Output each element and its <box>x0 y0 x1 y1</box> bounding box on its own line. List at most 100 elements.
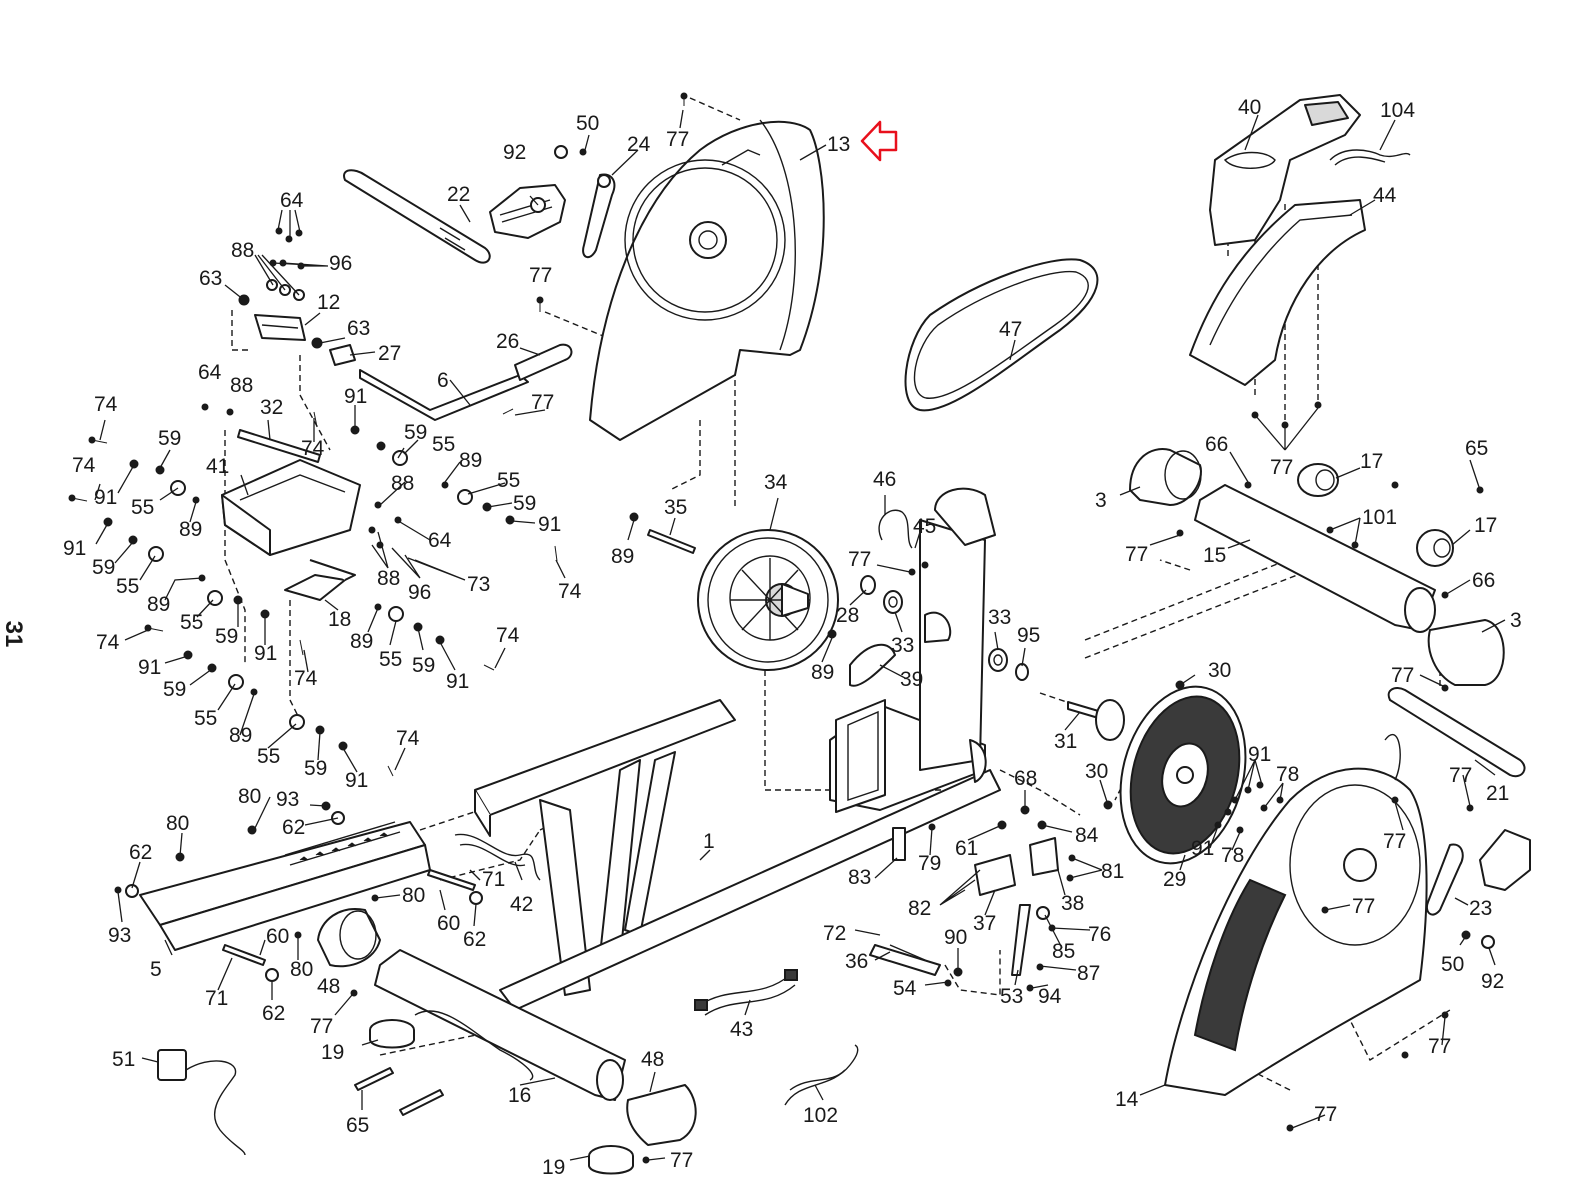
callout-46: 46 <box>873 468 896 491</box>
callout-65: 65 <box>346 1114 369 1137</box>
callout-77: 77 <box>310 1015 333 1038</box>
bearing-part-33-b <box>988 648 1008 672</box>
callout-89: 89 <box>459 449 482 472</box>
callout-74: 74 <box>96 631 120 654</box>
handle-part-6 <box>359 369 529 421</box>
callout-80: 80 <box>166 812 189 835</box>
callout-40: 40 <box>1238 96 1261 119</box>
callout-14: 14 <box>1115 1088 1139 1111</box>
callout-91: 91 <box>1191 837 1214 860</box>
callout-33: 33 <box>891 634 914 657</box>
callout-96: 96 <box>408 581 431 604</box>
front-stabilizer-part-16 <box>374 949 626 1101</box>
callout-17: 17 <box>1360 450 1383 473</box>
callout-92: 92 <box>1481 970 1504 993</box>
callout-74: 74 <box>72 454 96 477</box>
callout-59: 59 <box>404 421 427 444</box>
main-frame-part-1 <box>474 487 1001 1011</box>
axle-part-31 <box>1067 699 1125 741</box>
callout-64: 64 <box>280 189 304 212</box>
callout-59: 59 <box>158 427 181 450</box>
callout-65: 65 <box>1465 437 1488 460</box>
callout-83: 83 <box>848 866 871 889</box>
callout-77: 77 <box>666 128 689 151</box>
pedal-strap-right <box>1387 687 1526 778</box>
bracket-part-37 <box>974 854 1016 896</box>
callout-91: 91 <box>1248 743 1271 766</box>
crank-arm-part-23 <box>1426 843 1464 916</box>
callout-26: 26 <box>496 330 519 353</box>
end-cap-part-3-left <box>1129 448 1202 506</box>
pedal-right <box>1479 829 1531 891</box>
callout-89: 89 <box>811 661 834 684</box>
callout-71: 71 <box>482 868 505 891</box>
callout-74: 74 <box>496 624 520 647</box>
callout-55: 55 <box>180 611 203 634</box>
fan-wheel-part-29 <box>1119 685 1247 865</box>
callout-77: 77 <box>1383 830 1406 853</box>
callout-50: 50 <box>576 112 599 135</box>
highlight-arrow-icon <box>860 120 898 162</box>
callout-27: 27 <box>378 342 401 365</box>
callout-87: 87 <box>1077 962 1100 985</box>
seat-carriage-part-41 <box>221 459 361 556</box>
callout-74: 74 <box>301 437 325 460</box>
callout-55: 55 <box>379 648 402 671</box>
callout-77: 77 <box>848 548 871 571</box>
callout-66: 66 <box>1205 433 1228 456</box>
callout-55: 55 <box>131 496 154 519</box>
callout-30: 30 <box>1085 760 1108 783</box>
callout-89: 89 <box>179 518 202 541</box>
callout-72: 72 <box>823 922 846 945</box>
callout-89: 89 <box>611 545 634 568</box>
callout-19: 19 <box>542 1156 565 1179</box>
callout-16: 16 <box>508 1084 531 1107</box>
end-cap-part-48-b <box>626 1084 697 1146</box>
callout-45: 45 <box>913 515 936 538</box>
wire-part-43 <box>694 969 798 1016</box>
callout-55: 55 <box>432 433 455 456</box>
callout-31: 31 <box>1054 730 1077 753</box>
left-shield-part-13 <box>589 119 825 441</box>
callout-47: 47 <box>999 318 1022 341</box>
callout-61: 61 <box>955 837 978 860</box>
callout-76: 76 <box>1088 923 1111 946</box>
callout-80: 80 <box>402 884 425 907</box>
callout-77: 77 <box>670 1149 693 1172</box>
callout-63: 63 <box>199 267 222 290</box>
end-cap-part-3-right <box>1427 619 1505 686</box>
drive-belt-part-47 <box>904 258 1099 412</box>
callout-41: 41 <box>206 455 229 478</box>
callout-33: 33 <box>988 606 1011 629</box>
callout-37: 37 <box>973 912 996 935</box>
callout-77: 77 <box>1270 456 1293 479</box>
bracket-part-18 <box>284 559 356 601</box>
callout-74: 74 <box>558 580 582 603</box>
callout-71: 71 <box>205 987 228 1010</box>
callout-78: 78 <box>1221 844 1244 867</box>
knob-part-27 <box>329 344 356 366</box>
callout-88: 88 <box>391 472 414 495</box>
callout-91: 91 <box>344 385 367 408</box>
callout-93: 93 <box>108 924 131 947</box>
callout-68: 68 <box>1014 767 1037 790</box>
cable-part-46 <box>878 509 913 549</box>
bearing-part-33-a <box>883 590 903 614</box>
callout-34: 34 <box>764 471 788 494</box>
callout-60: 60 <box>266 925 289 948</box>
callout-35: 35 <box>664 496 687 519</box>
callout-59: 59 <box>412 654 435 677</box>
callout-81: 81 <box>1101 860 1124 883</box>
power-adapter-part-51 <box>157 1049 246 1156</box>
callout-38: 38 <box>1061 892 1084 915</box>
callout-79: 79 <box>918 852 941 875</box>
wire-part-102 <box>784 1044 859 1106</box>
callout-91: 91 <box>138 656 161 679</box>
callout-23: 23 <box>1469 897 1492 920</box>
callout-28: 28 <box>836 604 859 627</box>
callout-55: 55 <box>497 469 520 492</box>
callout-77: 77 <box>1391 664 1414 687</box>
callout-82: 82 <box>908 897 931 920</box>
callout-62: 62 <box>282 816 305 839</box>
